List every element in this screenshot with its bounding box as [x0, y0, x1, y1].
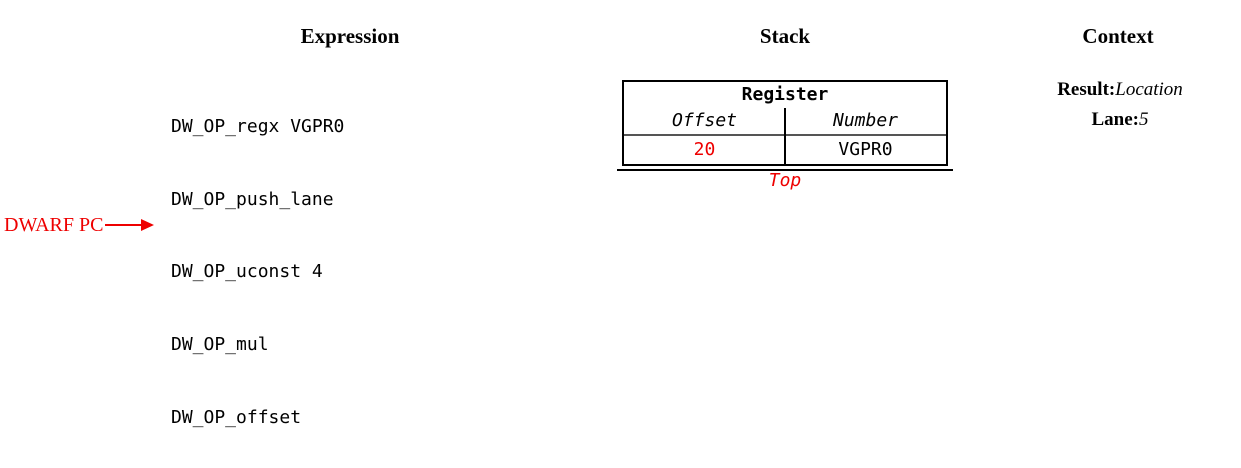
expression-op: DW_OP_mul	[171, 333, 269, 355]
context-fields: Result:Location Lane:5	[1020, 75, 1220, 135]
stack-offset-value: 20	[693, 139, 716, 160]
stack-column-number: Number	[832, 110, 899, 131]
expression-op: DW_OP_regx VGPR0	[171, 116, 345, 137]
context-result-line: Result:Location	[1020, 75, 1220, 105]
stack-number-value: VGPR0	[838, 139, 893, 160]
expression-op: DW_OP_offset	[171, 406, 302, 428]
context-result-value: Location	[1115, 79, 1183, 100]
stack-table-row: 20 VGPR0	[624, 136, 946, 164]
stack-table-column-divider	[784, 108, 786, 164]
expression-op-list: DW_OP_regx VGPR0 DW_OP_push_lane DW_OP_u…	[171, 70, 344, 468]
stack-column-title: Stack	[759, 24, 811, 48]
context-column-title: Context	[1082, 24, 1154, 48]
stack-table-column-headers: Offset Number	[624, 108, 946, 134]
stack-column-offset: Offset	[671, 110, 738, 131]
dwarf-pc-arrow-shaft	[105, 224, 142, 226]
expression-column-title: Expression	[300, 24, 400, 48]
dwarf-pc-label: DWARF PC	[4, 214, 104, 236]
dwarf-pc-annotation: DWARF PC	[4, 214, 155, 236]
stack-base-line	[617, 169, 953, 171]
expression-op: DW_OP_uconst 4	[171, 261, 323, 283]
context-lane-line: Lane:5	[1020, 105, 1220, 135]
stack-table: Register Offset Number 20 VGPR0	[622, 80, 948, 166]
expression-op: DW_OP_push_lane	[171, 188, 334, 210]
dwarf-pc-arrow-icon	[141, 219, 155, 231]
context-lane-value: 5	[1139, 109, 1149, 130]
context-lane-label: Lane:	[1091, 109, 1140, 130]
stack-top-label: Top	[768, 170, 802, 191]
stack-table-header: Register	[741, 84, 829, 105]
context-result-label: Result:	[1057, 79, 1116, 100]
